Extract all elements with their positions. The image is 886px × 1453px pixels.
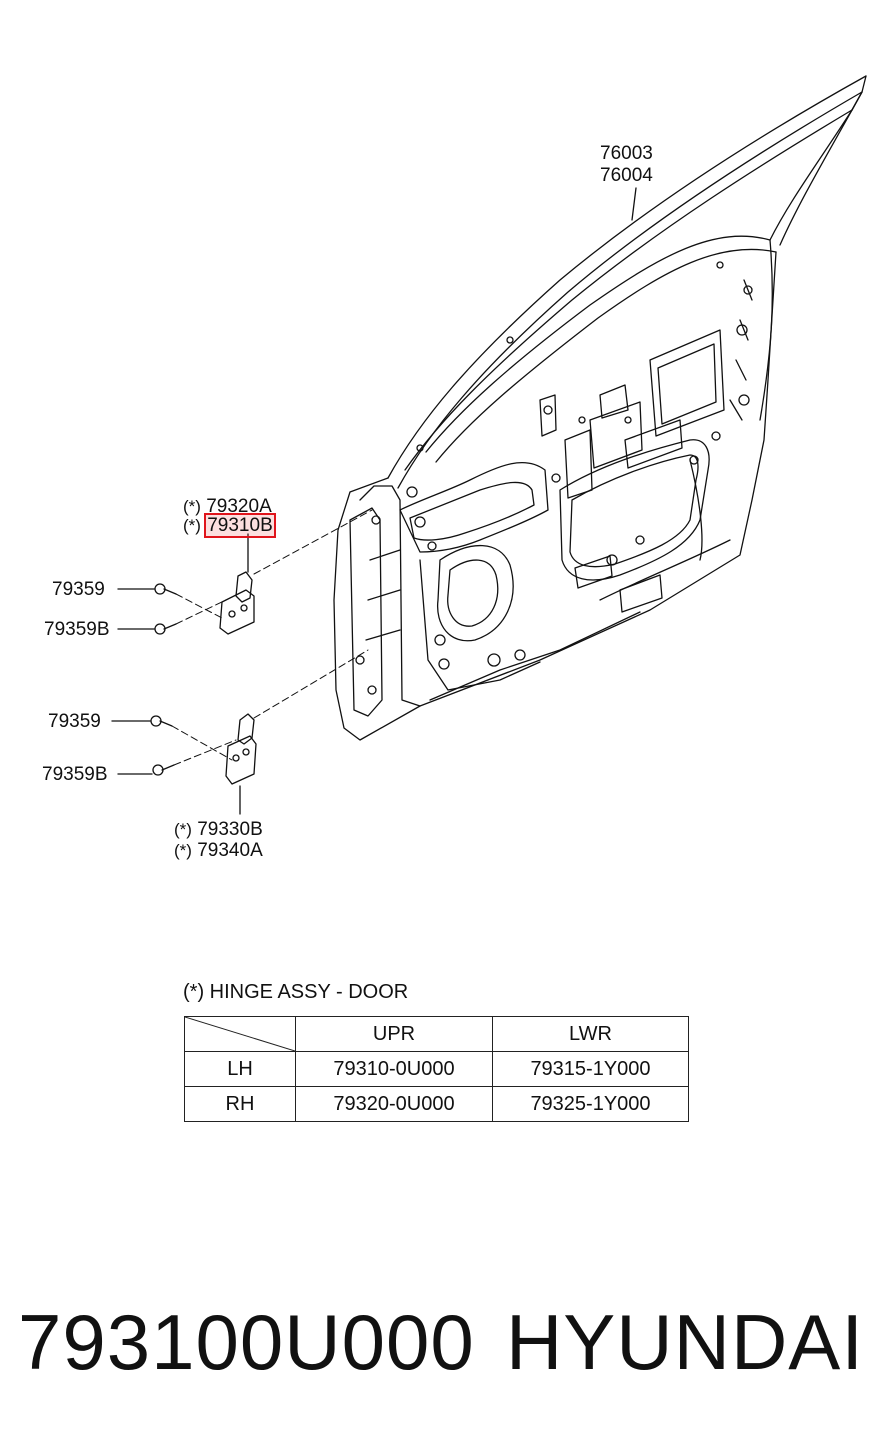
upper-hinge-rh-callout: (*) 79320A [183,496,272,517]
upper-bolt-a-label: 79359 [52,579,105,600]
diagonal-divider [185,1017,295,1051]
star-mark: (*) [183,516,201,535]
bolts-drawing [111,583,177,776]
upper-bolt-b-label: 79359B [44,619,110,640]
lower-hinge-rh-callout: (*) 79340A [174,840,263,861]
panel-holes [355,261,753,695]
upper-hinge-drawing [219,533,255,635]
door-callout-leader [631,187,637,221]
table-row: LH 79310-0U000 79315-1Y000 [184,1051,689,1087]
lower-hinge-lh-label: 79330B [197,819,263,840]
table-cell: 79325-1Y000 [492,1086,689,1122]
upper-hinge-lh-label-highlighted[interactable]: 79310B [204,513,276,538]
table-header-row: UPR LWR [184,1016,689,1052]
table-row-label: LH [184,1051,296,1087]
lower-hinge-rh-label: 79340A [197,840,263,861]
table-header-upr: UPR [295,1016,493,1052]
hinge-part-table: UPR LWR LH 79310-0U000 79315-1Y000 RH 79… [184,1016,689,1122]
door-line-drawing [111,75,867,815]
table-corner-cell [184,1016,296,1052]
lower-hinge-lh-callout: (*) 79330B [174,819,263,840]
door-hinge-diagram: 76003 76004 (*) 79320A (*) 79310B 79359 … [42,75,867,861]
table-row: RH 79320-0U000 79325-1Y000 [184,1086,689,1122]
table-cell: 79315-1Y000 [492,1051,689,1087]
star-mark: (*) [183,497,201,516]
lower-hinge-drawing [225,713,257,815]
door-part-label-1: 76003 [600,143,653,164]
lower-bolt-a-label: 79359 [48,711,101,732]
table-header-lwr: LWR [492,1016,689,1052]
legend-title: (*) HINGE ASSY - DOOR [183,981,409,1003]
lower-bolt-b-label: 79359B [42,764,108,785]
table-cell: 79320-0U000 [295,1086,493,1122]
door-inner-panel [333,251,777,741]
star-mark: (*) [174,841,192,860]
guide-lines [171,509,373,766]
table-cell: 79310-0U000 [295,1051,493,1087]
star-mark: (*) [174,820,192,839]
footer-part-number: 793100U000 [18,1298,475,1386]
table-row-label: RH [184,1086,296,1122]
upper-hinge-lh-callout[interactable]: (*) 79310B [183,513,276,538]
upper-hinge-rh-label: 79320A [206,496,272,517]
door-frame [387,75,867,489]
footer-brand: HYUNDAI [505,1298,864,1386]
door-part-label-2: 76004 [600,165,653,186]
